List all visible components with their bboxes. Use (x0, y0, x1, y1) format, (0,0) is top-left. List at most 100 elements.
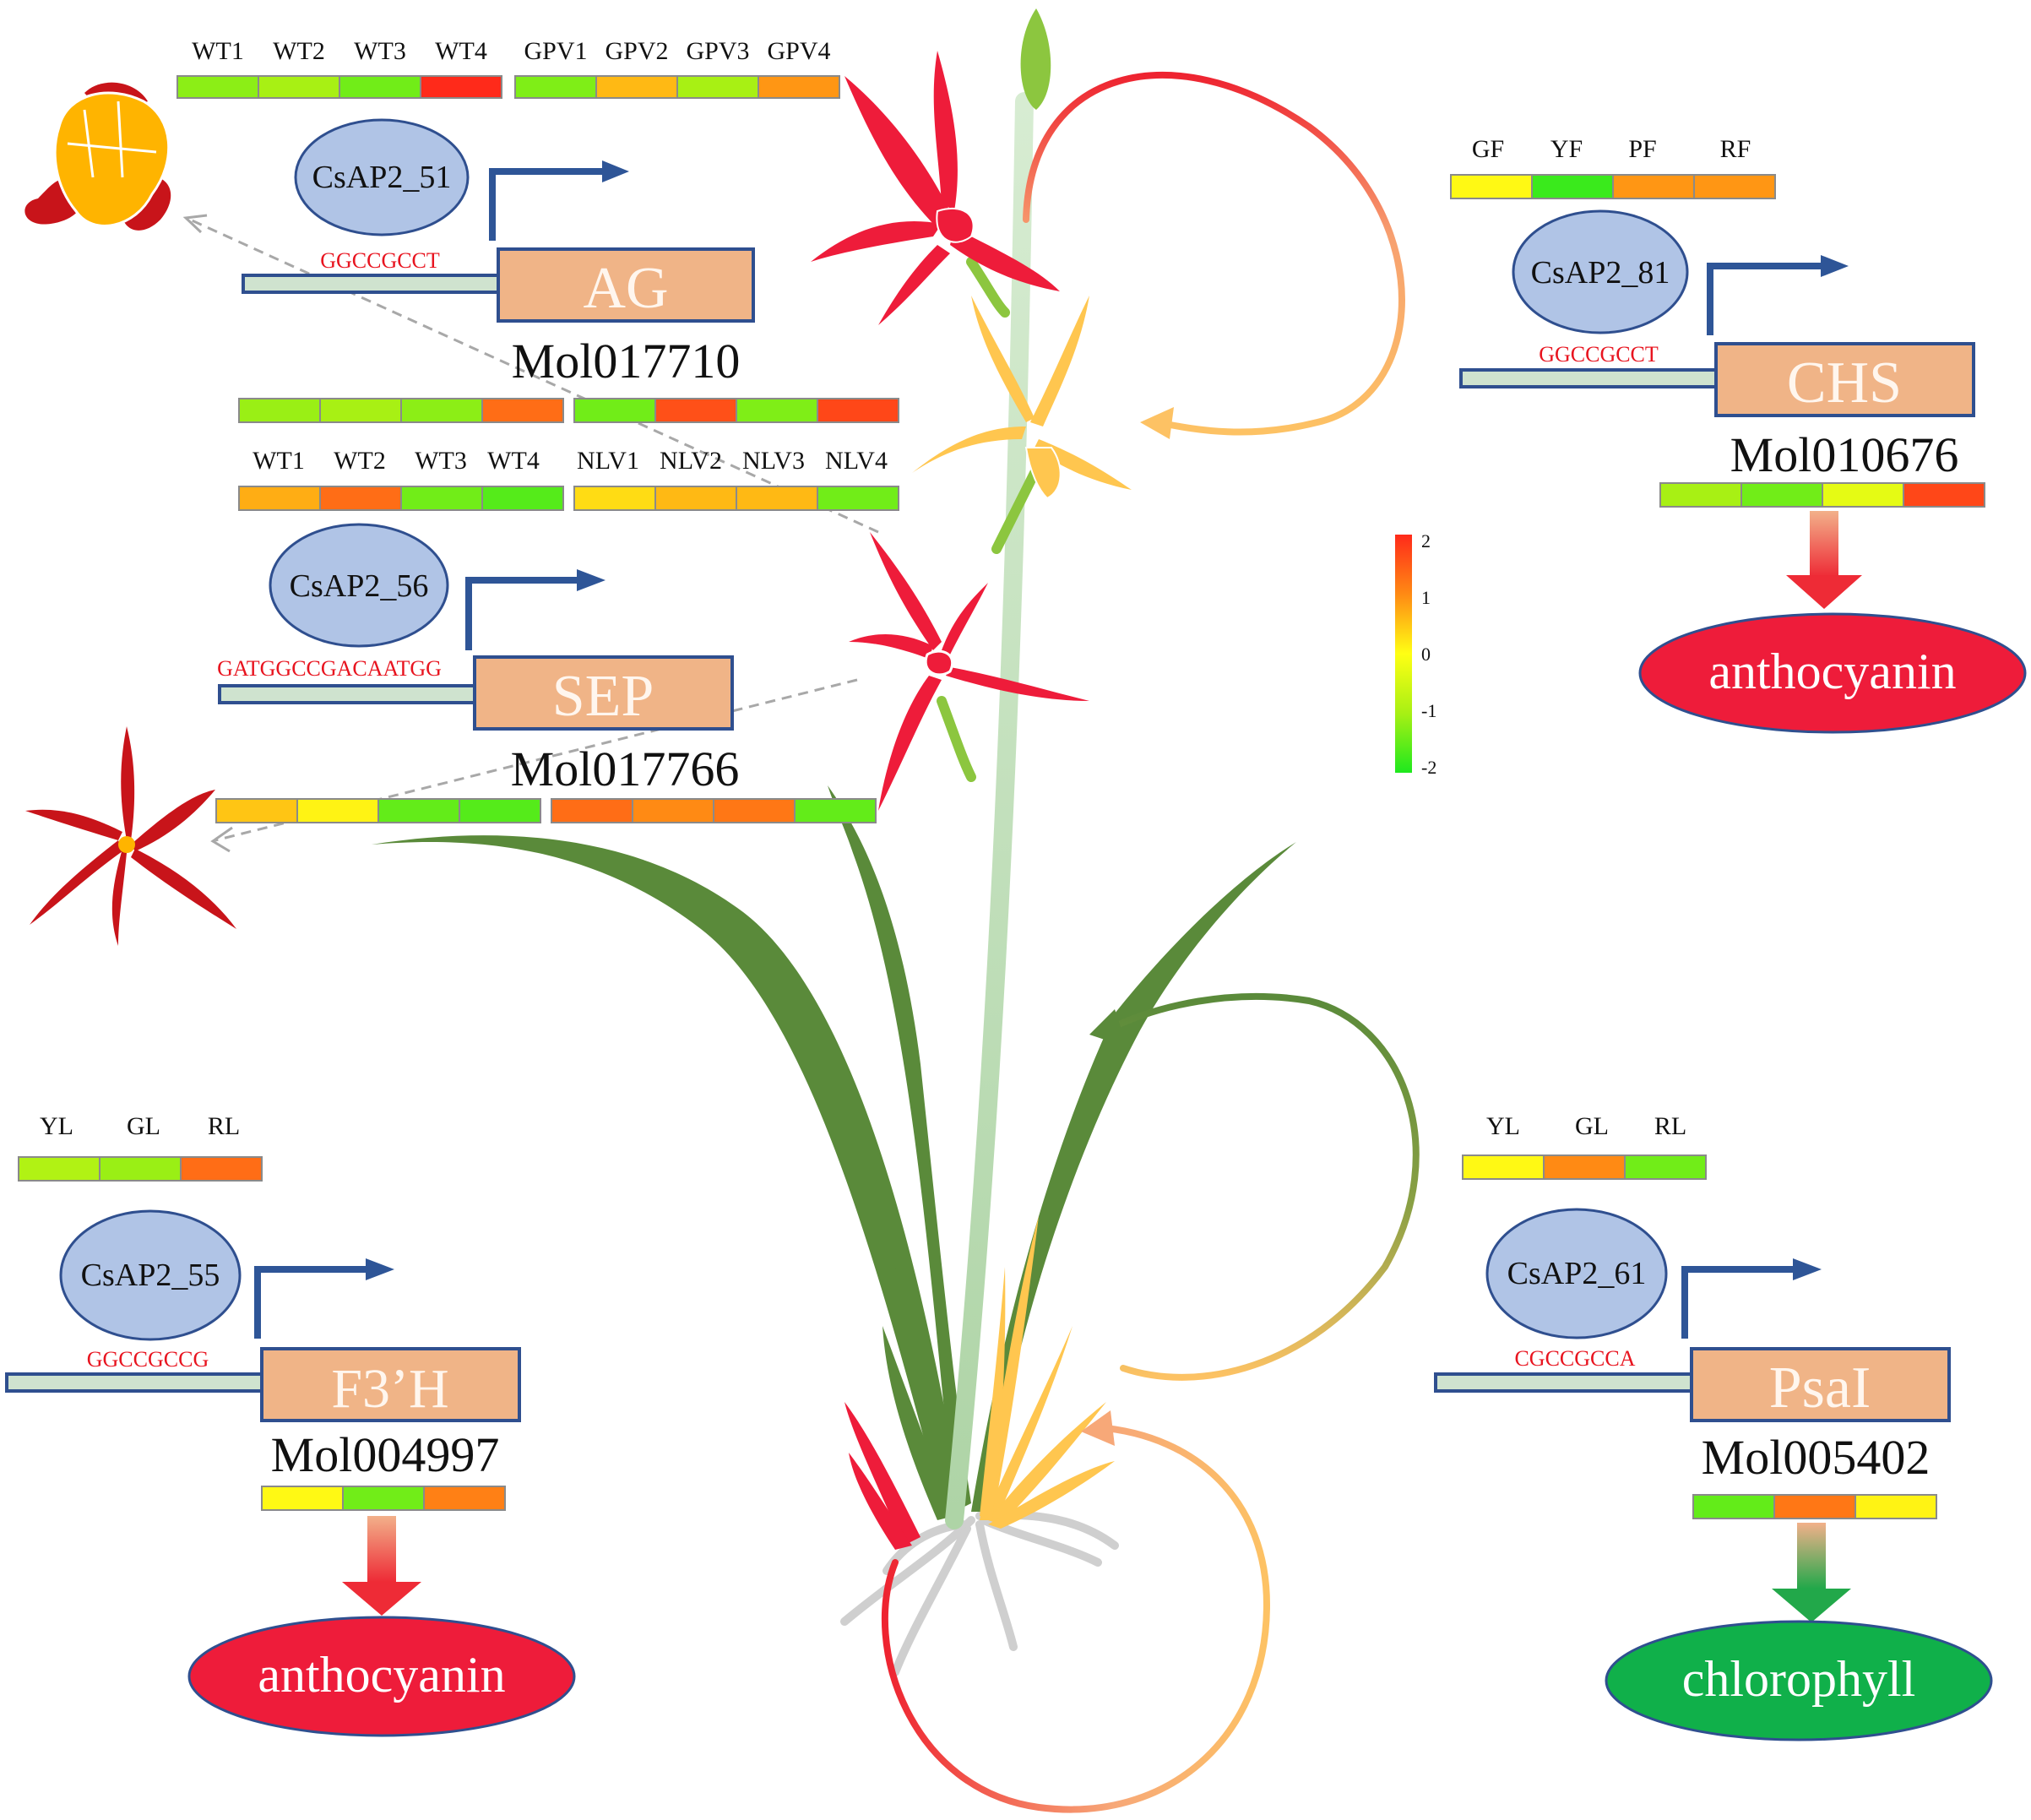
heatmap-f3h-leaf (18, 1156, 263, 1182)
binding-site: CGCCGCCA (1514, 1346, 1635, 1371)
hm-label: YL (40, 1112, 73, 1140)
heatmap-cell (481, 398, 564, 423)
hm-label: PF (1628, 135, 1656, 163)
red-basal-leaf (844, 1402, 920, 1550)
colorbar-tick: -1 (1421, 700, 1436, 721)
arc-leaf-yellow (1103, 992, 1420, 1381)
hm-label: GL (1575, 1112, 1609, 1140)
transcription-arrow (1681, 1266, 1795, 1339)
heatmap-cell (238, 398, 321, 423)
heatmap-cell (573, 398, 656, 423)
heatmap-cell (758, 75, 840, 99)
heatmap-psai-leaf (1462, 1154, 1707, 1180)
gene-label: AG (583, 256, 668, 321)
heatmap-cell (551, 798, 633, 823)
tf-ellipse (294, 118, 470, 236)
hm-label: NLV3 (742, 447, 805, 475)
heatmap-cell (180, 1156, 263, 1182)
tf-label: CsAP2_51 (312, 160, 452, 195)
heatmap-cell (1543, 1154, 1626, 1180)
gene-box (1714, 342, 1975, 417)
product-arrow-shaft (1810, 511, 1838, 577)
gene-id: Mol017766 (511, 742, 740, 796)
heatmap-cell (713, 798, 796, 823)
colorbar-tick: -2 (1421, 757, 1436, 778)
hm-label: WT1 (192, 37, 244, 65)
heatmap-cell (736, 398, 818, 423)
heatmap-cell (99, 1156, 182, 1182)
transcription-arrowhead (577, 569, 605, 591)
transcription-arrow (1707, 263, 1822, 335)
orchid-plant-illustration (372, 8, 1296, 1676)
heatmap-cell (459, 798, 541, 823)
yellow-flower (912, 296, 1132, 500)
transition-arrows (881, 72, 1420, 1813)
hm-label: GPV1 (524, 37, 587, 65)
binding-site: GGCCGCCT (1539, 342, 1659, 367)
heatmap-cell (794, 798, 877, 823)
product-ellipse (187, 1616, 576, 1737)
transcription-arrowhead (602, 160, 629, 182)
heatmap-cell (595, 75, 678, 99)
hm-label: YL (1486, 1112, 1520, 1140)
heatmap-cell (261, 1486, 344, 1511)
hm-label: GPV4 (767, 37, 830, 65)
heatmap-cell (296, 798, 379, 823)
heatmap-cell (481, 486, 564, 511)
transcription-arrow (465, 577, 578, 650)
heatmap-cell (676, 75, 759, 99)
heatmap-cell (654, 486, 737, 511)
product-label: anthocyanin (258, 1647, 505, 1703)
colorbar-tick: 2 (1421, 530, 1431, 551)
product-arrowhead (342, 1582, 421, 1616)
heatmap-sep-2b (551, 798, 877, 823)
hm-label: GPV2 (605, 37, 668, 65)
heatmap-cell (1659, 482, 1742, 508)
product-arrowhead (1772, 1589, 1851, 1622)
binding-site: GATGGCCGACAATGG (217, 656, 442, 681)
tf-ellipse (59, 1209, 242, 1341)
tf-ellipse (1485, 1208, 1668, 1339)
heatmap-f3h-2 (261, 1486, 506, 1511)
heatmap-sep-nlv (573, 486, 899, 511)
heatmap-cell (514, 75, 597, 99)
promoter-bar (218, 684, 476, 704)
hm-label: NLV1 (577, 447, 639, 475)
heatmap-cell (1822, 482, 1904, 508)
module-sep: WT1 WT2 WT3 WT4 NLV1 NLV2 NLV3 NLV4 CsAP… (215, 447, 899, 823)
module-psai: YL GL RL CsAP2_61 CGCCGCCA PsaI Mol00540… (1434, 1112, 1993, 1741)
tf-ellipse (269, 523, 449, 648)
dashed-arrowheads (182, 214, 233, 853)
product-label: chlorophyll (1682, 1651, 1916, 1707)
heatmap-cell (215, 798, 298, 823)
red-star-flower (25, 726, 236, 946)
flower-stem (945, 92, 1034, 1529)
heatmap-cell (400, 486, 483, 511)
heatmap-cell (1903, 482, 1985, 508)
promoter-bar (242, 274, 500, 294)
heatmap-cell (1692, 1494, 1775, 1519)
tf-label: CsAP2_56 (290, 568, 429, 604)
heatmap-cell (1531, 174, 1614, 199)
hm-label: WT4 (435, 37, 487, 65)
module-f3h: YL GL RL CsAP2_55 GGCCGCCG F3’H Mol00499… (5, 1112, 576, 1737)
hm-label: RF (1720, 135, 1751, 163)
heatmap-cell (423, 1486, 506, 1511)
hm-label: WT2 (273, 37, 325, 65)
red-flower-middle (849, 532, 1089, 811)
hm-label: GPV3 (686, 37, 749, 65)
heatmap-cell (339, 75, 421, 99)
heatmap-ag-gpv (514, 75, 840, 99)
colorbar-tick: 1 (1421, 587, 1431, 608)
pedicels (937, 257, 1040, 782)
transcription-arrow (489, 168, 604, 241)
heatmap-cell (400, 398, 483, 423)
module-chs: GF YF PF RF CsAP2_81 GGCCGCCT CHS Mol010… (1450, 135, 2027, 734)
module-ag: WT1 WT2 WT3 WT4 GPV1 GPV2 GPV3 GPV4 CsAP… (176, 37, 899, 423)
binding-site: GGCCGCCT (320, 248, 440, 273)
heatmap-cell (1693, 174, 1776, 199)
gene-label: F3’H (331, 1358, 448, 1420)
heatmap-cell (632, 798, 714, 823)
arc-flower-to-yellow (1023, 72, 1405, 436)
